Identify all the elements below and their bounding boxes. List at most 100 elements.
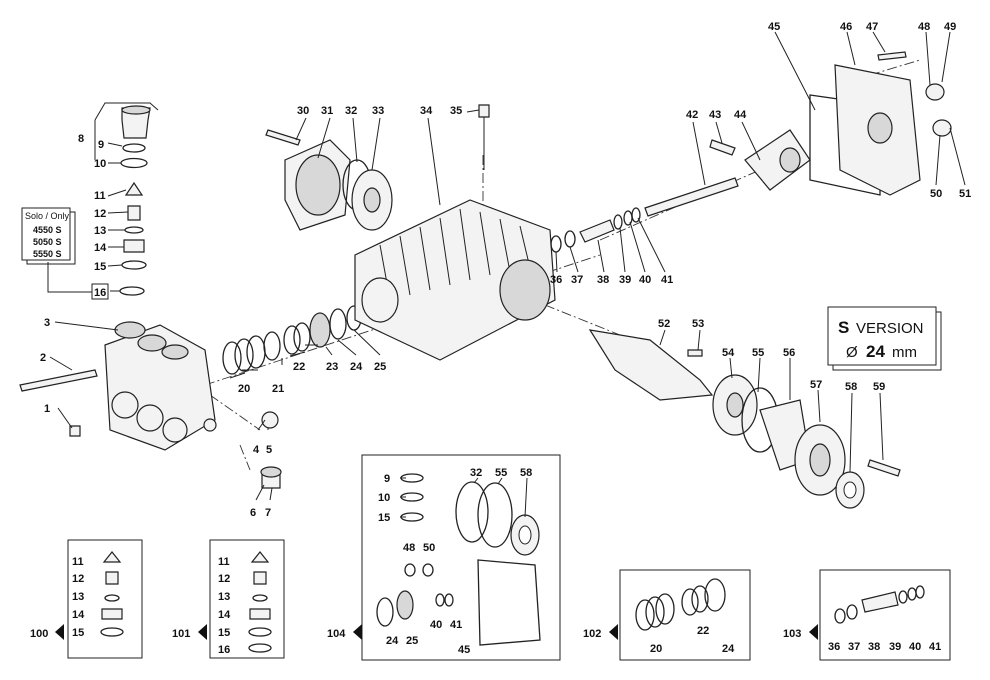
kit-103-id: 103 (783, 628, 801, 640)
kit-103-callout-36: 36 (828, 641, 840, 653)
callout-20: 20 (238, 383, 250, 395)
kit-101-callout-13: 13 (218, 591, 230, 603)
solo-model-1: 4550 S (33, 225, 62, 235)
kit-104-callout-15: 15 (378, 512, 390, 524)
callout-16: 16 (94, 287, 106, 299)
callout-41: 41 (661, 274, 673, 286)
callout-57: 57 (810, 379, 822, 391)
version-letter: S (838, 318, 849, 337)
piston-assembly (550, 129, 811, 253)
callout-1: 1 (44, 403, 50, 415)
kit-103: 103 (783, 569, 951, 661)
kit-104-callout-50: 50 (423, 542, 435, 554)
kit-104-callout-32: 32 (470, 467, 482, 479)
callout-3: 3 (44, 317, 50, 329)
kit-100-callout-14: 14 (72, 609, 85, 621)
callout-59: 59 (873, 381, 885, 393)
kit-101-callout-11: 11 (218, 556, 230, 568)
kit-104-id: 104 (327, 628, 346, 640)
s-version-box: S VERSION Ø 24 mm (827, 306, 942, 371)
callout-42: 42 (686, 109, 698, 121)
callout-51: 51 (959, 188, 971, 200)
solo-only-box: Solo / Only 4550 S 5050 S 5550 S (21, 207, 109, 300)
callout-38: 38 (597, 274, 609, 286)
callout-11: 11 (94, 190, 106, 202)
callout-24: 24 (350, 361, 363, 373)
kit-102-callout-20: 20 (650, 643, 662, 655)
kit-104-callout-40: 40 (430, 619, 442, 631)
bearing-cover-assembly (265, 129, 393, 231)
kit-104-callout-25: 25 (406, 635, 418, 647)
callout-25: 25 (374, 361, 386, 373)
kit-102-id: 102 (583, 628, 601, 640)
kit-103-callout-39: 39 (889, 641, 901, 653)
callout-39: 39 (619, 274, 631, 286)
callout-33: 33 (372, 105, 384, 117)
leader-lines (49, 31, 966, 518)
seal-stack (222, 305, 362, 375)
kit-102-callout-24: 24 (722, 643, 735, 655)
kit-101-callout-16: 16 (218, 644, 230, 656)
callout-7: 7 (265, 507, 271, 519)
kit-100: 100 (30, 539, 143, 659)
valve-assembly-column (94, 102, 159, 296)
diameter-unit: mm (892, 344, 917, 361)
callout-37: 37 (571, 274, 583, 286)
version-word: VERSION (856, 320, 924, 337)
kit-102-callout-22: 22 (697, 625, 709, 637)
diameter-value: 24 (866, 342, 885, 361)
callout-13: 13 (94, 225, 106, 237)
kit-101-callout-12: 12 (218, 573, 230, 585)
kit-104: 104 (327, 454, 561, 661)
callout-30: 30 (297, 105, 309, 117)
kit-103-callout-41: 41 (929, 641, 941, 653)
callout-8: 8 (78, 133, 84, 145)
kit-104-callout-9: 9 (384, 473, 390, 485)
kit-103-callout-40: 40 (909, 641, 921, 653)
callout-4: 4 (253, 444, 260, 456)
callout-58: 58 (845, 381, 857, 393)
callout-45: 45 (768, 21, 780, 33)
callout-48: 48 (918, 21, 930, 33)
callout-53: 53 (692, 318, 704, 330)
callout-labels: 1 2 3 4 5 6 7 8 9 10 11 12 13 14 15 16 2… (40, 21, 971, 656)
callout-44: 44 (734, 109, 747, 121)
callout-9: 9 (98, 139, 104, 151)
kit-103-callout-37: 37 (848, 641, 860, 653)
kit-104-callout-55: 55 (495, 467, 507, 479)
diameter-symbol: Ø (846, 344, 858, 361)
callout-21: 21 (272, 383, 284, 395)
kit-100-callout-15: 15 (72, 627, 84, 639)
kit-100-callout-11: 11 (72, 556, 84, 568)
callout-23: 23 (326, 361, 338, 373)
kit-101-id: 101 (172, 628, 190, 640)
rear-cover (809, 51, 952, 196)
axis-lines (204, 59, 921, 471)
callout-43: 43 (709, 109, 721, 121)
callout-14: 14 (94, 242, 107, 254)
callout-54: 54 (722, 347, 735, 359)
callout-52: 52 (658, 318, 670, 330)
callout-50: 50 (930, 188, 942, 200)
kit-102: 102 (583, 569, 751, 661)
kit-100-id: 100 (30, 628, 48, 640)
callout-10: 10 (94, 158, 106, 170)
callout-35: 35 (450, 105, 462, 117)
callout-2: 2 (40, 352, 46, 364)
kit-101-callout-14: 14 (218, 609, 231, 621)
kit-104-callout-48: 48 (403, 542, 415, 554)
kit-104-callout-24: 24 (386, 635, 399, 647)
callout-55: 55 (752, 347, 764, 359)
crankcase (354, 104, 556, 361)
kit-100-callout-13: 13 (72, 591, 84, 603)
solo-model-2: 5050 S (33, 237, 62, 247)
solo-title: Solo / Only (25, 211, 70, 221)
kit-101: 101 (172, 539, 285, 659)
kit-104-callout-45: 45 (458, 644, 470, 656)
kit-104-callout-58: 58 (520, 467, 532, 479)
manifold-head (19, 321, 282, 489)
callout-22: 22 (293, 361, 305, 373)
callout-32: 32 (345, 105, 357, 117)
kit-101-callout-15: 15 (218, 627, 230, 639)
